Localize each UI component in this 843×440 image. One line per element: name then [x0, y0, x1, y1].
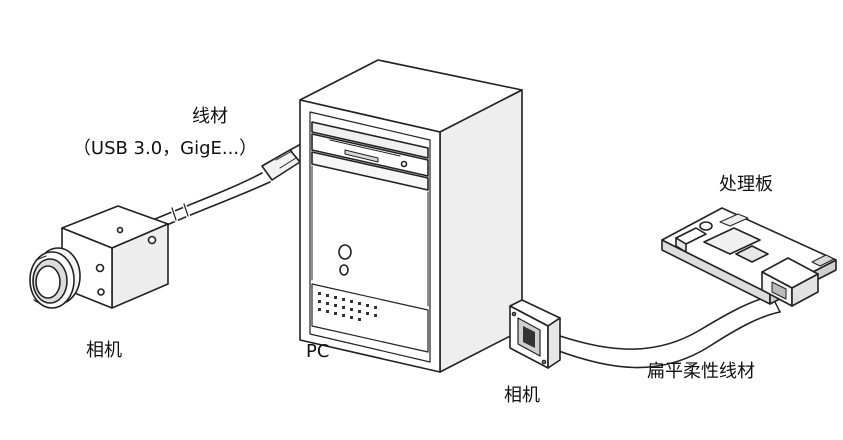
- flex-cable-icon: [547, 295, 781, 369]
- cable-title-label: 线材: [192, 106, 228, 127]
- pc-tower-icon: [299, 59, 523, 373]
- cable-subtitle-label: （USB 3.0，GigE...）: [72, 138, 258, 159]
- camera-left-label: 相机: [86, 340, 122, 361]
- processing-board-icon: [661, 207, 837, 307]
- usb-camera-icon: [29, 205, 169, 309]
- board-camera-icon: [509, 299, 561, 369]
- camera-right-label: 相机: [504, 385, 540, 406]
- processing-board-label: 处理板: [719, 174, 773, 195]
- flex-cable-label: 扁平柔性线材: [647, 361, 755, 382]
- pc-label: PC: [306, 341, 330, 362]
